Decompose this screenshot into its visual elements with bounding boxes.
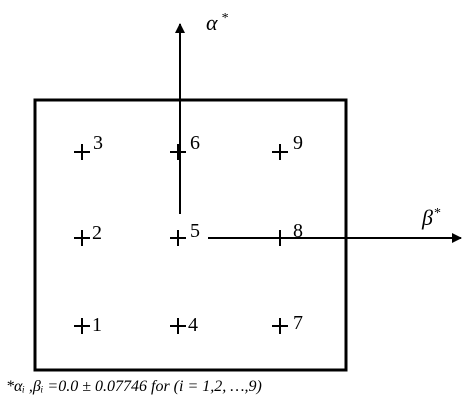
alpha-axis-superscript: * (222, 11, 229, 26)
point-label-6: 6 (190, 132, 200, 154)
sample-point-1: 1 (74, 314, 102, 336)
sample-point-2: 2 (74, 222, 102, 246)
beta-axis-superscript: * (434, 206, 441, 221)
sample-point-6: 6 (170, 132, 200, 160)
point-label-4: 4 (188, 314, 198, 336)
beta-axis-symbol: β (421, 205, 433, 230)
sample-point-4: 4 (170, 314, 198, 336)
diagram-caption: *αᵢ ,βᵢ =0.0 ± 0.07746 for (i = 1,2, …,9… (6, 378, 262, 395)
sample-point-3: 3 (74, 132, 103, 160)
sample-points: 1 2 3 4 5 6 (74, 132, 303, 336)
alpha-axis-label: α* (206, 10, 229, 35)
sample-point-9: 9 (272, 132, 303, 160)
point-label-2: 2 (92, 222, 102, 244)
domain-square (33, 98, 348, 372)
point-label-5: 5 (190, 220, 200, 242)
point-label-9: 9 (293, 132, 303, 154)
sample-point-8: 8 (272, 220, 303, 246)
point-label-8: 8 (293, 220, 303, 242)
point-label-3: 3 (93, 132, 103, 154)
sample-point-7: 7 (272, 312, 303, 334)
beta-axis-label: β* (421, 205, 441, 230)
sample-point-5: 5 (170, 220, 200, 246)
alpha-axis-symbol: α (206, 10, 218, 35)
point-label-7: 7 (293, 312, 303, 334)
point-label-1: 1 (92, 314, 102, 336)
